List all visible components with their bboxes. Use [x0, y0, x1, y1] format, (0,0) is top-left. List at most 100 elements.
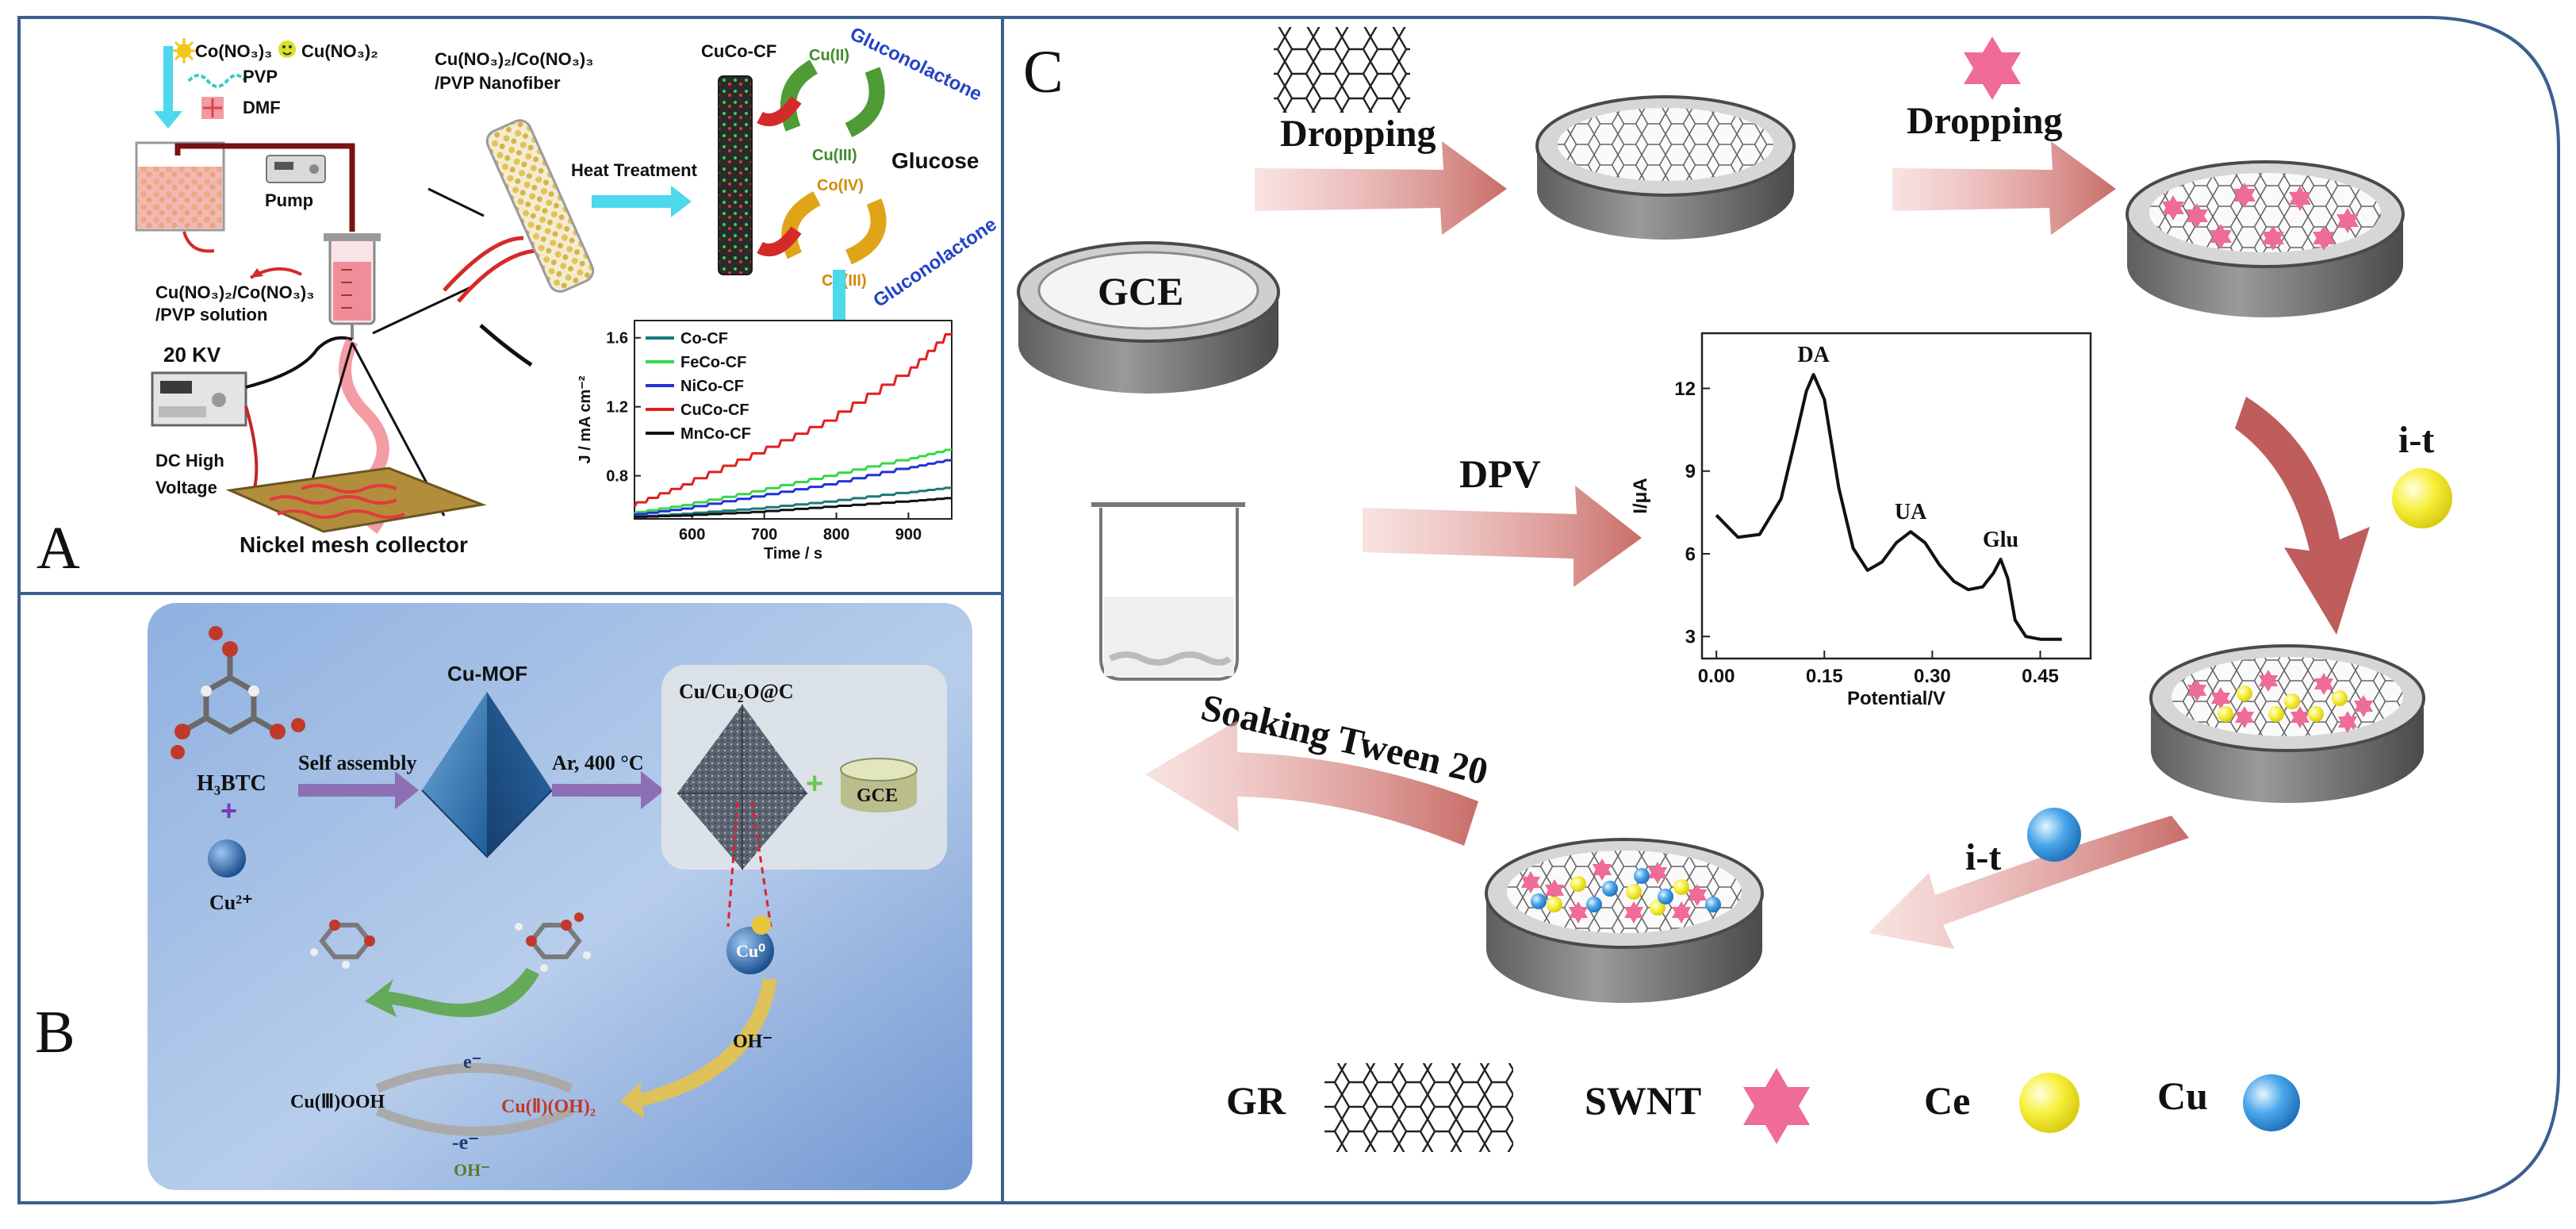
electrode-full — [1485, 838, 1764, 1003]
y-tick-label: 12 — [1674, 378, 1696, 400]
cu3-label: Cu(III) — [812, 147, 857, 164]
ce-sphere — [2308, 706, 2324, 722]
legend-label: FeCo-CF — [680, 354, 746, 371]
self-assembly-label: Self assembly — [298, 751, 417, 774]
swnt-star — [1623, 901, 1644, 924]
plot-area — [1700, 332, 2092, 660]
x-tick-label: 900 — [895, 526, 922, 543]
legend-label: CuCo-CF — [680, 401, 749, 419]
swnt-star — [2186, 203, 2208, 229]
electrode-graphene — [1535, 95, 1796, 240]
ce-sphere — [2284, 693, 2300, 709]
co-cycle-arrow-right — [845, 198, 887, 265]
peak-annotation: Glu — [1983, 528, 2018, 552]
x-tick-label: 800 — [823, 526, 849, 543]
plus-sign-2: + — [806, 767, 823, 801]
y-axis-label: I/μA — [1630, 478, 1651, 513]
swnt-star — [2258, 670, 2279, 692]
legend-swnt-label: SWNT — [1585, 1078, 1701, 1123]
cu-sphere-icon-mid — [2027, 808, 2081, 862]
swnt-star — [1647, 862, 1668, 884]
oxidation-arrow — [365, 968, 539, 1017]
swnt-star — [2353, 695, 2374, 717]
oh-bottom-label: OH⁻ — [454, 1160, 490, 1180]
feed-tube — [174, 143, 355, 232]
legend-swnt-star-icon — [1743, 1068, 1810, 1144]
h3btc-molecule-icon — [171, 626, 305, 759]
cu-sphere — [1634, 868, 1650, 884]
magnifier-icon — [372, 187, 537, 367]
legend-label: MnCo-CF — [680, 425, 751, 443]
swnt-star — [2210, 224, 2232, 249]
x-tick-label: 0.30 — [1914, 666, 1951, 687]
product-label: CuCo-CF — [701, 41, 776, 61]
pump-icon — [266, 155, 326, 183]
dropping-arrow-1 — [1255, 141, 1507, 235]
series-line-4 — [634, 497, 952, 519]
swnt-star — [1671, 901, 1692, 924]
electron-arrow-bottom — [757, 226, 802, 257]
swnt-star — [2210, 687, 2231, 709]
feed-arrow — [154, 46, 182, 129]
dpv-label: DPV — [1459, 451, 1541, 496]
ce-sphere — [2332, 690, 2348, 706]
x-tick-label: 0.15 — [1806, 666, 1843, 687]
soaking-arrow — [1145, 720, 1478, 846]
cu-zero-label: Cu⁰ — [736, 941, 765, 961]
cu-mof-label: Cu-MOF — [447, 662, 527, 686]
x-axis-label: Potential/V — [1847, 688, 1945, 709]
cu-sphere — [1531, 893, 1547, 909]
electrode-graphene-swnt-ce — [2149, 644, 2425, 803]
ce-sphere — [1570, 876, 1586, 892]
gce-label: GCE — [857, 785, 898, 806]
cu-cycle-arrow-right — [845, 67, 885, 138]
reagent-dmf: DMF — [243, 98, 281, 117]
legend-ce-sphere-icon — [2019, 1073, 2080, 1133]
cuco-cf-fiber — [718, 75, 753, 275]
solution-beaker — [135, 141, 225, 232]
legend-label: Co-CF — [680, 330, 728, 348]
cu2-label: Cu(II) — [809, 47, 849, 64]
legend-label: NiCo-CF — [680, 378, 744, 395]
swnt-star — [2337, 711, 2358, 733]
cuoh2-label: Cu(Ⅱ)(OH)₂ — [501, 1096, 596, 1117]
series-line-1 — [634, 448, 952, 515]
x-tick-label: 600 — [679, 526, 705, 543]
it-arrow-1 — [2235, 397, 2370, 635]
legend-cu-sphere-icon — [2243, 1074, 2300, 1131]
test-beaker-icon — [1091, 502, 1245, 681]
cu-mof-octahedron — [421, 692, 553, 858]
electrode-graphene-swnt — [2126, 160, 2405, 317]
electron-arrow-top — [757, 96, 802, 127]
swnt-star — [1520, 871, 1541, 893]
dropping-label-1: Dropping — [1280, 113, 1436, 155]
dc-power-supply-icon — [151, 371, 247, 427]
collector-label: Nickel mesh collector — [240, 532, 468, 557]
swnt-star — [1568, 901, 1589, 924]
peak-annotation: UA — [1895, 500, 1927, 524]
legend-gr-hex-icon — [1324, 1063, 1513, 1152]
ce-sphere — [2268, 706, 2284, 722]
swnt-star — [2262, 225, 2284, 251]
cu-zero-sphere-small — [752, 916, 771, 935]
swnt-star — [1687, 884, 1708, 906]
heat-treatment-label: Heat Treatment — [571, 160, 698, 180]
dropping-arrow-2 — [1892, 141, 2116, 235]
series-line-0 — [1715, 373, 2062, 641]
y-axis-label: J / mA cm⁻² — [577, 375, 594, 463]
glucose-label: Glucose — [891, 148, 979, 173]
supply-label-1: DC High — [155, 451, 224, 470]
cu-sphere — [1602, 881, 1618, 897]
cu-ion-label: Cu²⁺ — [209, 891, 253, 914]
voltage-label: 20 KV — [163, 343, 221, 367]
anneal-label: Ar, 400 °C — [552, 751, 644, 774]
solution-label-1: Cu(NO₃)₂/Co(NO₃)₃ — [155, 282, 314, 302]
swnt-star — [2234, 706, 2255, 728]
curved-arrow-head — [251, 268, 263, 278]
gluconolactone-molecule-icon — [310, 920, 375, 969]
co4-label: Co(IV) — [817, 177, 864, 194]
dmf-icon — [201, 97, 224, 119]
